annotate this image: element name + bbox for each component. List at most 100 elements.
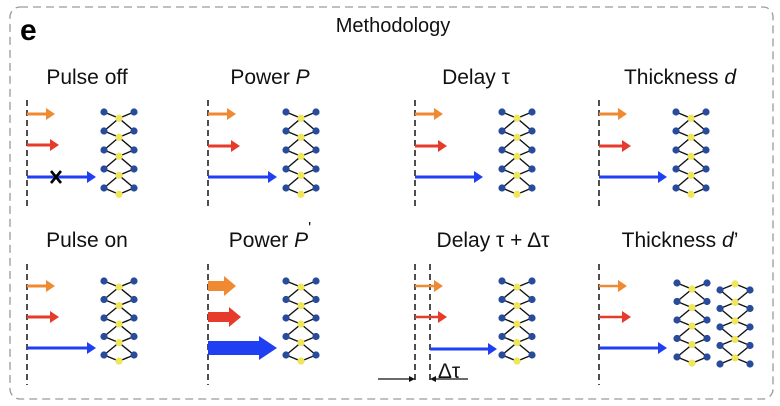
lattice-atom-blue: [312, 314, 320, 322]
lattice-atom-blue: [498, 332, 506, 341]
lattice-atom-blue: [673, 353, 681, 361]
lattice-atom-blue: [282, 127, 290, 135]
lattice-atom-blue: [528, 108, 536, 116]
lattice-atom-blue: [100, 277, 108, 285]
lattice-atom-blue: [312, 351, 320, 359]
lattice-atom-blue: [528, 277, 536, 285]
lattice-atom-yellow: [115, 114, 123, 122]
lattice-atom-blue: [100, 351, 108, 359]
red-pulse-arrow-head: [622, 311, 631, 323]
lattice-atom-blue: [130, 314, 138, 322]
lattice-atom-yellow: [297, 357, 305, 365]
red-pulse-arrow-head: [438, 311, 447, 323]
orange-pulse-arrow-head: [618, 280, 627, 292]
lattice-inverted-atom-blue: [716, 360, 724, 368]
lattice-atom-blue: [703, 334, 711, 343]
lattice-atom-blue: [672, 127, 680, 135]
label-delay-tau: Delay τ: [442, 66, 511, 89]
lattice-atom-blue: [702, 108, 710, 116]
lattice-atom-blue: [312, 127, 320, 135]
panel-letter: e: [20, 14, 37, 47]
lattice-atom-blue: [498, 351, 506, 359]
lattice-atom-blue: [672, 108, 680, 116]
lattice-atom-blue: [703, 316, 711, 324]
lattice-atom-yellow: [513, 152, 521, 160]
lattice-atom-yellow: [115, 320, 123, 328]
lattice-inverted-atom-blue: [746, 304, 754, 313]
lattice-atom-yellow: [297, 339, 305, 347]
lattice-atom-yellow: [513, 190, 521, 198]
lattice-atom-blue: [100, 165, 108, 173]
red-pulse-arrow-head: [622, 140, 631, 152]
blue-pulse-arrow-head: [87, 171, 96, 183]
lattice-atom-blue: [702, 165, 710, 173]
label-thickness-d: Thickness d: [624, 66, 737, 89]
lattice-atom-blue: [100, 314, 108, 322]
red-pulse-arrow-high-power: [208, 307, 241, 327]
lattice-atom-yellow: [513, 357, 521, 365]
lattice-atom-yellow: [687, 190, 695, 198]
lattice-atom-yellow: [513, 171, 521, 179]
lattice-atom-yellow: [115, 283, 123, 291]
lattice-atom-yellow: [688, 304, 696, 312]
lattice-atom-blue: [130, 295, 138, 304]
label-pulse-on: Pulse on: [46, 229, 128, 252]
lattice-atom-blue: [312, 277, 320, 285]
lattice-inverted-atom-yellow: [731, 298, 739, 306]
lattice-atom-blue: [702, 127, 710, 135]
lattice-atom-yellow: [687, 133, 695, 141]
lattice-atom-blue: [673, 334, 681, 343]
lattice-atom-blue: [130, 108, 138, 116]
lattice-inverted-atom-blue: [746, 360, 754, 368]
lattice-atom-blue: [282, 314, 290, 322]
lattice-atom-blue: [528, 351, 536, 359]
orange-pulse-arrow-head: [618, 108, 627, 120]
lattice-atom-blue: [528, 146, 536, 154]
lattice-atom-blue: [130, 184, 138, 192]
lattice-atom-blue: [528, 127, 536, 135]
lattice-atom-blue: [673, 297, 681, 306]
lattice-atom-yellow: [115, 133, 123, 141]
lattice-atom-blue: [672, 146, 680, 154]
orange-pulse-arrow-high-power: [208, 276, 236, 296]
lattice-atom-yellow: [687, 152, 695, 160]
lattice-atom-blue: [312, 295, 320, 304]
lattice-atom-blue: [528, 314, 536, 322]
lattice-atom-blue: [528, 184, 536, 192]
lattice-atom-blue: [703, 279, 711, 287]
lattice-atom-blue: [498, 277, 506, 285]
label-delay-tau-dtau: Delay τ + Δτ: [437, 229, 551, 252]
lattice-atom-blue: [312, 184, 320, 192]
lattice-atom-blue: [282, 332, 290, 341]
lattice-atom-blue: [100, 108, 108, 116]
lattice-atom-blue: [498, 184, 506, 192]
lattice-atom-blue: [672, 184, 680, 192]
dashed-border: [9, 6, 774, 400]
lattice-atom-yellow: [513, 114, 521, 122]
label-thickness-d-prime: Thickness d’: [622, 229, 739, 252]
lattice-atom-yellow: [513, 339, 521, 347]
lattice-atom-blue: [703, 353, 711, 361]
lattice-atom-blue: [312, 332, 320, 341]
blue-pulse-arrow-head: [488, 343, 497, 355]
lattice-atom-blue: [130, 277, 138, 285]
lattice-atom-blue: [282, 165, 290, 173]
blue-pulse-arrow-head: [658, 342, 667, 354]
lattice-atom-blue: [130, 127, 138, 135]
lattice-atom-blue: [282, 277, 290, 285]
orange-pulse-arrow-head: [434, 280, 443, 292]
lattice-atom-blue: [130, 165, 138, 173]
blue-pulse-arrow-head: [658, 171, 667, 183]
lattice-atom-blue: [312, 165, 320, 173]
lattice-atom-yellow: [513, 283, 521, 291]
red-pulse-arrow-head: [438, 140, 447, 152]
lattice-atom-blue: [282, 184, 290, 192]
lattice-atom-yellow: [513, 320, 521, 328]
lattice-inverted-atom-blue: [716, 286, 724, 294]
orange-pulse-arrow-head: [434, 108, 443, 120]
lattice-inverted-atom-blue: [716, 304, 724, 313]
red-pulse-arrow-head: [231, 140, 240, 152]
lattice-atom-yellow: [688, 285, 696, 293]
lattice-atom-blue: [282, 108, 290, 116]
